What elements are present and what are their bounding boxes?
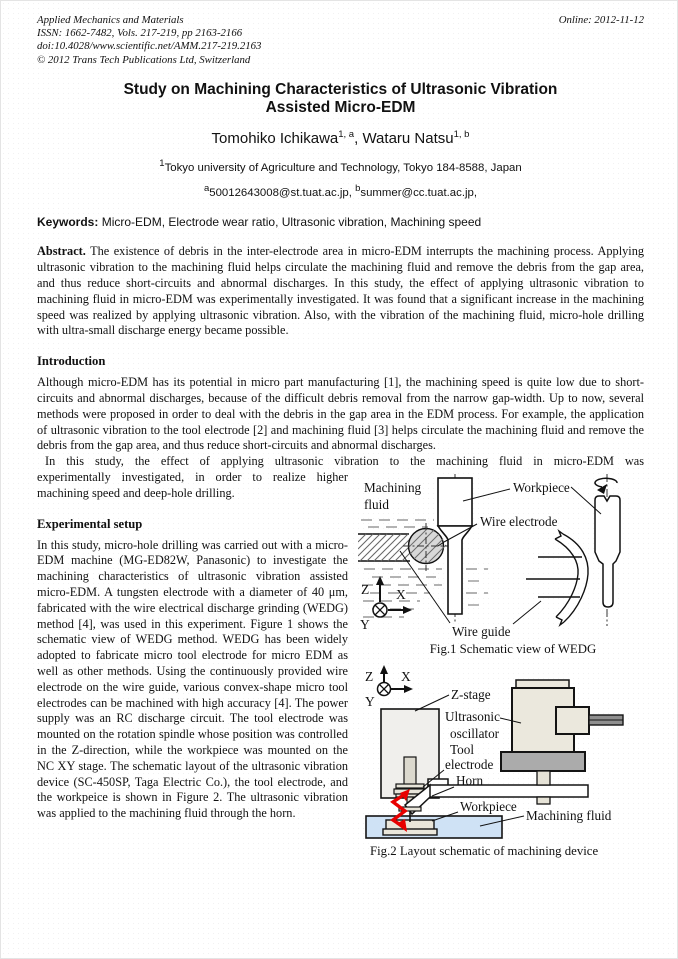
figures-column: Z X Y Machining fluid Workpiece Wire ele… xyxy=(358,473,668,866)
abstract-paragraph: Abstract. The existence of debris in the… xyxy=(37,244,644,339)
abstract-label: Abstract. xyxy=(37,244,86,259)
fig1-label-machining: Machining xyxy=(364,480,422,495)
fig1-wire-guide-band xyxy=(358,533,411,562)
fig2-label-machining-fluid: Machining fluid xyxy=(526,808,612,823)
affiliation-text: Tokyo university of Agriculture and Tech… xyxy=(164,161,522,174)
introduction-paragraph-2-rest: experimentally investigated, in order to… xyxy=(37,469,348,500)
figure-2: Z X Y Z-stage Ultrasonic oscillator Tool… xyxy=(365,664,624,839)
fig2-axis-y-label: Y xyxy=(365,694,375,709)
affiliation-superscript: 1 xyxy=(159,157,165,169)
figure-1-caption: Fig.1 Schematic view of WEDG xyxy=(429,641,597,656)
email-a-superscript: a xyxy=(203,182,210,194)
fig2-leader-lines xyxy=(414,694,525,827)
fig1-axis-z-label: Z xyxy=(361,582,369,597)
fig2-vibration-arrow xyxy=(390,788,410,832)
fig1-axis-y-label: Y xyxy=(360,617,370,632)
fig1-leader-lines xyxy=(399,486,602,625)
fig1-label-fluid: fluid xyxy=(364,497,389,512)
fig1-label-wire-electrode: Wire electrode xyxy=(480,514,558,529)
fig2-axis-x-label: X xyxy=(401,669,411,684)
paper-content: Applied Mechanics and Materials ISSN: 16… xyxy=(37,14,644,868)
fig2-label-horn: Horn xyxy=(456,773,484,788)
keywords-line: Keywords: Micro-EDM, Electrode wear rati… xyxy=(37,215,644,230)
abstract-text: The existence of debris in the inter-ele… xyxy=(37,244,644,338)
paper-title-line1: Study on Machining Characteristics of Ul… xyxy=(123,80,558,98)
author-1-superscript: 1, a xyxy=(338,128,355,140)
section-heading-introduction: Introduction xyxy=(37,354,106,369)
email-a: 50012643008@st.tuat.ac.jp, xyxy=(209,186,356,199)
experimental-setup-paragraph: In this study, micro-hole drilling was c… xyxy=(37,537,348,821)
email-b-superscript: b xyxy=(355,182,361,194)
fig2-axis-marker: Z X Y xyxy=(365,664,413,709)
fig1-wire-electrode-circle xyxy=(403,522,449,571)
paper-title-line2: Assisted Micro-EDM xyxy=(265,98,416,116)
fig2-horn xyxy=(403,778,589,816)
online-date: Online: 2012-11-12 xyxy=(558,14,644,26)
fig2-axis-z-label: Z xyxy=(365,669,373,684)
fig2-label-electrode: electrode xyxy=(445,757,493,772)
fig1-rotation-arrow xyxy=(594,477,618,488)
copyright-line: © 2012 Trans Tech Publications Ltd, Swit… xyxy=(37,53,251,66)
figure-1: Z X Y Machining fluid Workpiece Wire ele… xyxy=(358,473,621,639)
issn-line: ISSN: 1662-7482, Vols. 217-219, pp 2163-… xyxy=(37,27,243,40)
introduction-paragraph-1: Although micro-EDM has its potential in … xyxy=(37,375,644,453)
fig2-label-ultrasonic: Ultrasonic xyxy=(445,709,500,724)
paper-title: Study on Machining Characteristics of Ul… xyxy=(37,81,644,117)
journal-header: Applied Mechanics and Materials ISSN: 16… xyxy=(37,14,644,67)
keywords-text: Micro-EDM, Electrode wear ratio, Ultraso… xyxy=(98,215,482,230)
fig2-workpiece-block xyxy=(382,819,438,836)
fig1-workpiece-rod xyxy=(436,477,474,615)
fig2-tool-electrode-tip xyxy=(398,806,422,822)
author-1: Tomohiko Ichikawa xyxy=(211,129,339,147)
keywords-label: Keywords: xyxy=(37,215,99,230)
fig1-curved-wire xyxy=(526,528,589,628)
journal-title: Applied Mechanics and Materials xyxy=(37,14,184,26)
affiliation-line: 1Tokyo university of Agriculture and Tec… xyxy=(37,157,644,175)
fig1-axis-marker: Z X Y xyxy=(360,575,412,632)
fig2-ultrasonic-oscillator xyxy=(500,679,624,805)
email-b: summer@cc.tuat.ac.jp, xyxy=(360,186,478,199)
figure-2-caption: Fig.2 Layout schematic of machining devi… xyxy=(370,843,599,858)
fig2-label-tool: Tool xyxy=(450,742,474,757)
fig1-label-workpiece: Workpiece xyxy=(513,480,570,495)
author-separator: , xyxy=(354,129,363,147)
journal-header-left: Applied Mechanics and Materials ISSN: 16… xyxy=(37,14,261,67)
fig2-label-oscillator: oscillator xyxy=(450,726,500,741)
emails-line: a50012643008@st.tuat.ac.jp, bsummer@cc.t… xyxy=(37,182,644,200)
fig1-axis-x-label: X xyxy=(396,587,406,602)
fig1-rotating-cylinder xyxy=(594,473,621,626)
introduction-paragraph-2-line1: In this study, the effect of applying ul… xyxy=(45,454,644,469)
author-2: Wataru Natsu xyxy=(362,129,454,147)
fig2-label-workpiece: Workpiece xyxy=(460,799,517,814)
section-heading-experimental-setup: Experimental setup xyxy=(37,516,143,531)
doi-line: doi:10.4028/www.scientific.net/AMM.217-2… xyxy=(37,40,262,53)
author-2-superscript: 1, b xyxy=(453,128,470,140)
fig1-label-wire-guide: Wire guide xyxy=(452,624,511,639)
fig2-label-z-stage: Z-stage xyxy=(451,687,491,702)
authors-line: Tomohiko Ichikawa1, a, Wataru Natsu1, b xyxy=(37,125,644,148)
